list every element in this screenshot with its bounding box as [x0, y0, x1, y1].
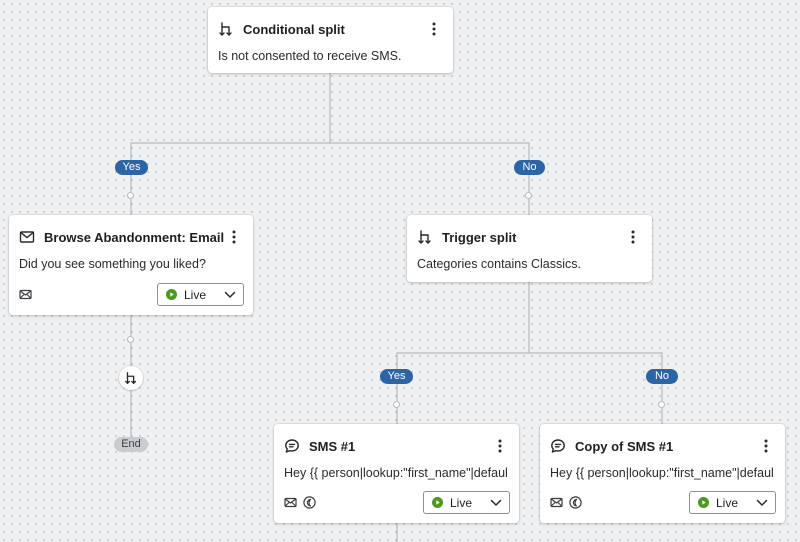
split-icon: [125, 372, 137, 384]
chevron-down-icon: [490, 499, 502, 507]
node-description: Is not consented to receive SMS.: [218, 49, 402, 63]
more-options-icon[interactable]: [425, 19, 443, 39]
split-icon: [218, 21, 234, 37]
chevron-down-icon: [224, 291, 236, 299]
email-icon: [284, 496, 297, 509]
trigger-split-card[interactable]: Trigger split Categories contains Classi…: [407, 215, 652, 282]
email-action-card[interactable]: Browse Abandonment: Email... Did you see…: [9, 215, 253, 315]
branch-yes-label: Yes: [380, 369, 413, 384]
live-status-icon: [166, 289, 177, 300]
live-status-icon: [432, 497, 443, 508]
status-label: Live: [450, 495, 473, 510]
connector-handle[interactable]: [525, 192, 532, 199]
quiet-hours-icon: [569, 496, 582, 509]
connector-handle[interactable]: [127, 192, 134, 199]
chevron-down-icon: [756, 499, 768, 507]
add-split-button[interactable]: [119, 366, 143, 390]
connector-handle[interactable]: [393, 401, 400, 408]
split-icon: [417, 229, 433, 245]
branch-yes-label: Yes: [115, 160, 148, 175]
quiet-hours-icon: [303, 496, 316, 509]
node-description: Hey {{ person|lookup:"first_name"|defaul…: [284, 466, 509, 480]
email-icon: [19, 229, 35, 245]
status-dropdown[interactable]: Live: [423, 491, 510, 514]
node-title: Browse Abandonment: Email...: [44, 229, 225, 245]
sms-action-card[interactable]: Copy of SMS #1 Hey {{ person|lookup:"fir…: [540, 424, 785, 523]
end-label: End: [114, 437, 148, 452]
sms-icon: [550, 438, 566, 454]
email-icon: [19, 288, 32, 301]
connector-handle[interactable]: [127, 336, 134, 343]
live-status-icon: [698, 497, 709, 508]
status-label: Live: [716, 495, 739, 510]
node-title: Copy of SMS #1: [575, 438, 674, 454]
status-label: Live: [184, 287, 207, 302]
status-dropdown[interactable]: Live: [157, 283, 244, 306]
more-options-icon[interactable]: [491, 436, 509, 456]
node-description: Categories contains Classics.: [417, 257, 581, 271]
more-options-icon[interactable]: [757, 436, 775, 456]
sms-action-card[interactable]: SMS #1 Hey {{ person|lookup:"first_name"…: [274, 424, 519, 523]
status-dropdown[interactable]: Live: [689, 491, 776, 514]
more-options-icon[interactable]: [225, 227, 243, 247]
connector-handle[interactable]: [658, 401, 665, 408]
more-options-icon[interactable]: [624, 227, 642, 247]
branch-no-label: No: [514, 160, 545, 175]
conditional-split-card[interactable]: Conditional split Is not consented to re…: [208, 7, 453, 73]
node-title: Conditional split: [243, 21, 345, 37]
branch-no-label: No: [646, 369, 678, 384]
node-description: Hey {{ person|lookup:"first_name"|defaul…: [550, 466, 775, 480]
sms-icon: [284, 438, 300, 454]
email-icon: [550, 496, 563, 509]
node-title: Trigger split: [442, 229, 517, 245]
node-title: SMS #1: [309, 438, 356, 454]
node-description: Did you see something you liked?: [19, 257, 206, 271]
